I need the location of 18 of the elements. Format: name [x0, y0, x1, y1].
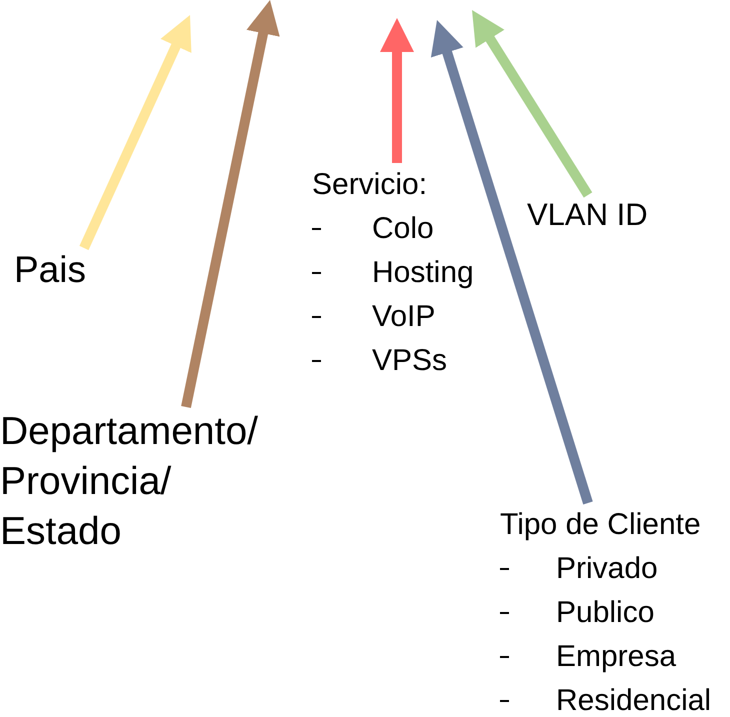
list-item: VPSs [372, 343, 448, 379]
arrow [79, 15, 192, 250]
list-heading: Tipo de Cliente [500, 507, 702, 543]
text-label: Departamento/ Provincia/ Estado [0, 409, 259, 555]
list-item: Privado [556, 551, 658, 587]
list-item: Residencial [556, 683, 712, 717]
list-heading: Servicio: [312, 167, 428, 203]
text-label: Pais [14, 248, 86, 292]
arrow [430, 20, 593, 504]
arrow [380, 18, 414, 163]
arrow [181, 0, 280, 408]
text-label: VLAN ID [527, 196, 648, 234]
arrow [472, 10, 592, 198]
list-item: Hosting [372, 255, 474, 291]
list-item: Colo [372, 211, 434, 247]
list-item: VoIP [372, 299, 436, 335]
list-item: Empresa [556, 639, 676, 675]
list-item: Publico [556, 595, 654, 631]
